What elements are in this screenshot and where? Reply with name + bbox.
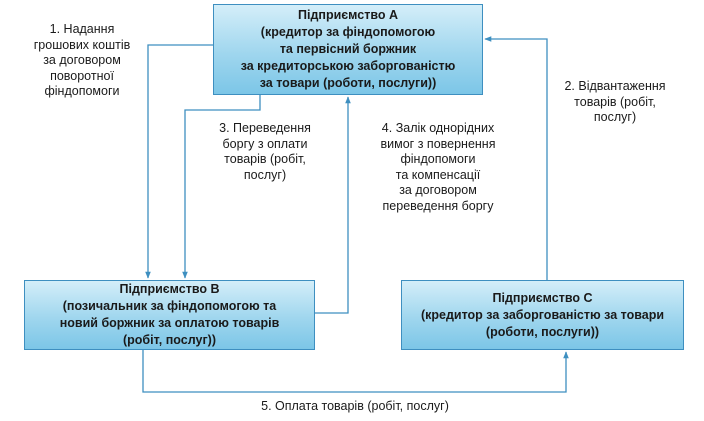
step-1-line: фіндопомоги xyxy=(44,84,120,98)
enterprise-a-line: за кредиторською заборгованістю xyxy=(240,59,456,73)
step-1-line: за договором xyxy=(43,53,121,67)
step-4-line: вимог з повернення xyxy=(380,136,496,151)
arrow-payment-b-to-c xyxy=(142,350,569,393)
enterprise-a-line: (кредитор за фіндопомогою xyxy=(260,25,436,39)
step-1-line: поворотної xyxy=(50,68,114,83)
step-2-line: товарів (робіт, xyxy=(574,94,656,109)
enterprise-c-box: Підприємство С (кредитор за заборгованіс… xyxy=(401,280,684,350)
enterprise-c-line: (кредитор за заборгованістю за товари xyxy=(420,307,665,322)
step-3-label: 3. Переведення боргу з оплати товарів (р… xyxy=(200,121,330,183)
step-2-line: 2. Відвантаження xyxy=(564,79,666,93)
step-3-line: послуг) xyxy=(243,167,287,182)
step-4-line: та компенсації xyxy=(395,167,481,182)
step-3-line: 3. Переведення xyxy=(219,121,311,135)
step-1-line: грошових коштів xyxy=(33,37,131,52)
step-4-line: 4. Залік однорідних xyxy=(381,121,495,135)
enterprise-b-title: Підприємство В xyxy=(119,282,220,296)
enterprise-b-line: новий боржник за оплатою товарів xyxy=(59,316,280,330)
enterprise-c-line: (роботи, послуги)) xyxy=(485,324,600,339)
arrow-offset-b-to-a xyxy=(315,96,351,314)
enterprise-a-line: та первісний боржник xyxy=(279,42,417,56)
step-4-line: переведення боргу xyxy=(382,198,494,213)
step-3-line: товарів (робіт, xyxy=(224,152,306,166)
enterprise-b-line: (позичальник за фіндопомогою та xyxy=(62,299,277,313)
enterprise-b-line: (робіт, послуг)) xyxy=(123,333,216,347)
step-2-line: послуг) xyxy=(593,110,637,124)
step-2-label: 2. Відвантаження товарів (робіт, послуг) xyxy=(545,79,685,126)
enterprise-b-box: Підприємство В (позичальник за фіндопомо… xyxy=(24,280,315,350)
arrow-shipment-c-to-a xyxy=(484,36,548,280)
step-5-label: 5. Оплата товарів (робіт, послуг) xyxy=(261,399,449,413)
step-1-line: 1. Надання xyxy=(49,22,115,36)
step-1-label: 1. Надання грошових коштів за договором … xyxy=(22,22,142,100)
enterprise-a-box: Підприємство А (кредитор за фіндопомогою… xyxy=(213,4,483,95)
step-4-line: фіндопомоги xyxy=(400,152,476,166)
enterprise-a-line: за товари (роботи, послуги)) xyxy=(259,76,437,90)
enterprise-a-title: Підприємство А xyxy=(298,8,398,22)
step-4-label: 4. Залік однорідних вимог з повернення ф… xyxy=(368,121,508,214)
arrow-loan-a-to-b xyxy=(145,44,213,279)
enterprise-c-title: Підприємство С xyxy=(492,290,593,305)
step-4-line: за договором xyxy=(399,183,477,197)
arrow-debt-transfer-a-to-b xyxy=(182,95,261,279)
step-3-line: боргу з оплати xyxy=(222,136,308,151)
